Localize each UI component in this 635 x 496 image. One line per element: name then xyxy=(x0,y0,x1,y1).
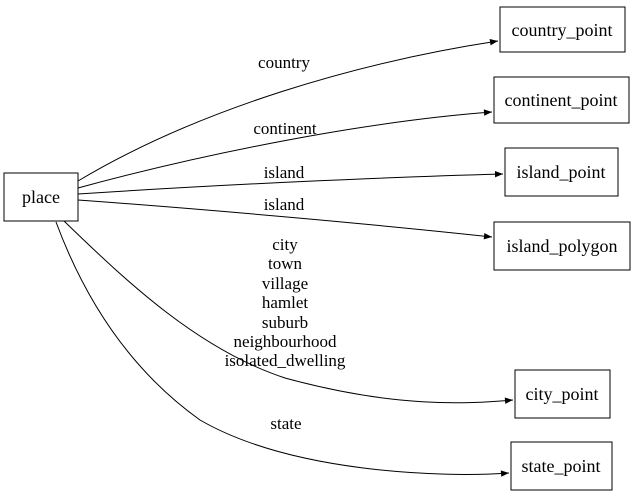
edge-label-continent: continent xyxy=(253,119,317,138)
node-label: island_point xyxy=(517,162,606,182)
node-label: state_point xyxy=(522,456,601,476)
node-label: place xyxy=(22,187,60,207)
node-island-polygon: island_polygon xyxy=(493,221,631,271)
node-state-point: state_point xyxy=(510,441,613,491)
edge-place-state_point xyxy=(55,221,510,477)
node-box xyxy=(504,147,619,197)
node-box xyxy=(493,76,630,124)
edge-label-neighbourhood: neighbourhood xyxy=(234,332,337,351)
edge-place-island_point xyxy=(77,171,504,195)
node-country-point: country_point xyxy=(499,6,626,53)
node-box xyxy=(514,369,611,419)
node-box xyxy=(493,221,631,271)
edge-place-continent_point xyxy=(77,109,493,189)
edge-label-island-polygon: island xyxy=(264,195,305,214)
node-label: country_point xyxy=(512,20,613,40)
node-label: island_polygon xyxy=(507,236,618,256)
node-island-point: island_point xyxy=(504,147,619,197)
edge-place-country_point xyxy=(77,39,499,182)
edge-label-country: country xyxy=(258,53,310,72)
node-place: place xyxy=(3,172,79,222)
edge-label-island-point: island xyxy=(264,163,305,182)
node-box xyxy=(510,441,613,491)
node-continent-point: continent_point xyxy=(493,76,630,124)
node-label: continent_point xyxy=(505,90,618,110)
edge-label-city-group: city town village hamlet suburb neighbou… xyxy=(225,235,346,370)
edge-labels: country continent island island city tow… xyxy=(225,53,346,433)
edge-label-isolated-dwelling: isolated_dwelling xyxy=(225,351,346,370)
node-city-point: city_point xyxy=(514,369,611,419)
edge-label-town: town xyxy=(268,254,303,273)
node-box xyxy=(3,172,79,222)
nodes: place country_point continent_point isla… xyxy=(3,6,631,491)
edge-label-suburb: suburb xyxy=(262,313,308,332)
edge-label-state: state xyxy=(270,414,301,433)
edge-label-village: village xyxy=(262,274,308,293)
edge-place-island_polygon xyxy=(77,199,493,240)
node-box xyxy=(499,6,626,53)
edges xyxy=(55,39,514,477)
edge-place-city_point xyxy=(63,220,514,404)
node-label: city_point xyxy=(526,384,599,404)
edge-label-hamlet: hamlet xyxy=(262,293,309,312)
edge-label-city: city xyxy=(272,235,298,254)
